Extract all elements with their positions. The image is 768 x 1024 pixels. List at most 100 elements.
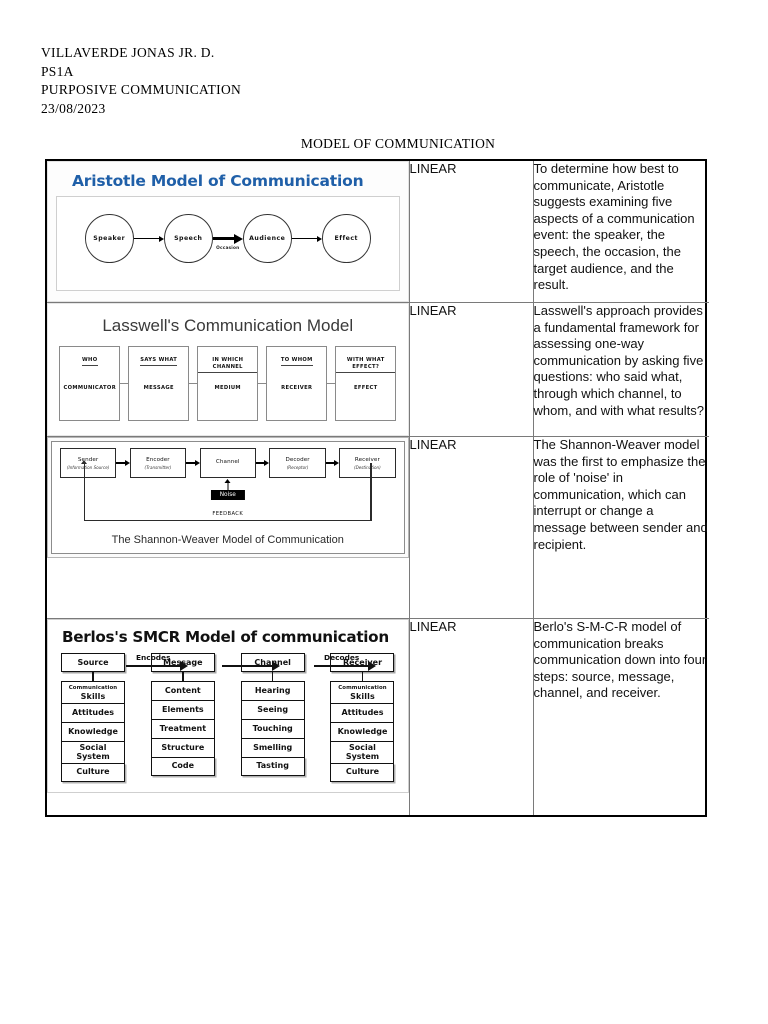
arrow-icon	[325, 460, 340, 466]
lasswell-box-who: WHO COMMUNICATOR	[59, 346, 121, 421]
figure-cell-aristotle: Aristotle Model of Communication Speaker…	[47, 161, 410, 303]
berlo-arrow-label-decodes: Decodes	[324, 653, 360, 662]
berlo-item: Code	[150, 757, 215, 776]
connector-icon	[258, 383, 267, 384]
description-cell: To determine how best to communicate, Ar…	[532, 161, 709, 303]
models-table: Aristotle Model of Communication Speaker…	[45, 159, 709, 817]
sw-box-title: Sender	[77, 456, 99, 463]
sw-box-title: Channel	[215, 459, 240, 465]
description-cell: Lasswell's approach provides a fundament…	[532, 302, 709, 437]
arrow-icon-decodes: Decodes	[314, 653, 376, 671]
sw-box-sender: Sender (Information Source)	[60, 448, 117, 478]
lasswell-answer: MESSAGE	[143, 385, 174, 391]
feedback-line-right	[370, 463, 372, 521]
type-cell: LINEAR	[408, 436, 534, 619]
lasswell-question: WHO	[81, 357, 98, 366]
lasswell-question: IN WHICH CHANNEL	[198, 357, 258, 373]
sw-box-decoder: Decoder (Receptor)	[269, 448, 326, 478]
sw-noise-box: Noise	[210, 490, 245, 500]
lasswell-answer: MEDIUM	[214, 385, 241, 391]
feedback-arrow-icon	[81, 460, 87, 464]
figure-cell-lasswell: Lasswell's Communication Model WHO COMMU…	[47, 302, 410, 437]
feedback-line	[84, 520, 372, 522]
berlo-item: Culture	[61, 763, 125, 782]
arrow-icon-encodes: Encodes	[126, 653, 188, 671]
berlo-item: Culture	[330, 763, 395, 782]
table-row: Berlos's SMCR Model of communication Enc…	[47, 618, 709, 815]
shannon-weaver-caption: The Shannon-Weaver Model of Communicatio…	[111, 534, 344, 546]
description-cell: Berlo's S-M-C-R model of communication b…	[532, 618, 709, 815]
page-title: MODEL OF COMMUNICATION	[300, 136, 496, 151]
berlo-title: Berlos's SMCR Model of communication	[62, 628, 389, 646]
berlo-item: Seeing	[240, 700, 305, 719]
lasswell-answer: COMMUNICATOR	[63, 385, 117, 391]
feedback-line-left	[84, 463, 86, 521]
header-line-name: VILLAVERDE JONAS JR. D.	[41, 45, 215, 60]
berlo-item: Knowledge	[61, 722, 125, 741]
lasswell-question: TO WHOM	[280, 357, 313, 366]
connector-icon	[92, 672, 94, 681]
sw-box-receiver: Receiver (Destination)	[339, 448, 396, 478]
lasswell-box-with-what-effect: WITH WHAT EFFECT? EFFECT	[335, 346, 397, 421]
connector-icon	[327, 383, 336, 384]
description-cell: The Shannon-Weaver model was the first t…	[532, 436, 709, 619]
sw-box-title: Receiver	[354, 456, 380, 463]
aristotle-node-audience: Audience	[242, 214, 292, 263]
aristotle-node-speaker: Speaker	[84, 214, 134, 263]
connector-icon	[271, 672, 274, 681]
arrow-icon-occasion: Occasion	[212, 233, 243, 251]
sw-box-subtitle: (Transmitter)	[144, 464, 172, 470]
header-line-date: 23/08/2023	[41, 100, 106, 116]
berlo-item: Tasting	[240, 757, 305, 776]
connector-icon	[182, 672, 184, 681]
lasswell-box-to-whom: TO WHOM RECEIVER	[266, 346, 328, 421]
student-header: VILLAVERDE JONAS JR. D. PS1A PURPOSIVE C…	[41, 44, 241, 118]
berlo-item: Touching	[240, 719, 305, 738]
type-cell: LINEAR	[408, 302, 534, 437]
header-line-section: PS1A	[41, 63, 74, 79]
table-row: Sender (Information Source) Encoder (Tra…	[47, 436, 709, 619]
berlo-item: Elements	[150, 700, 215, 719]
berlo-head: Source	[61, 653, 125, 672]
berlo-item: Content	[150, 681, 215, 700]
sw-feedback-label: FEEDBACK	[201, 511, 254, 517]
aristotle-title: Aristotle Model of Communication	[72, 172, 364, 190]
shannon-weaver-figure: Sender (Information Source) Encoder (Tra…	[47, 437, 409, 558]
lasswell-title: Lasswell's Communication Model	[102, 316, 354, 335]
berlo-head: Receiver	[330, 653, 395, 672]
berlo-item: Structure	[150, 738, 215, 757]
lasswell-answer: RECEIVER	[281, 385, 313, 391]
arrow-icon	[186, 460, 200, 466]
table-row: Lasswell's Communication Model WHO COMMU…	[47, 302, 709, 437]
sw-box-title: Decoder	[285, 456, 310, 463]
aristotle-node-effect: Effect	[321, 214, 371, 263]
sw-box-subtitle: (Destination)	[354, 464, 381, 470]
berlo-item: Treatment	[150, 719, 215, 738]
lasswell-answer: EFFECT	[353, 385, 378, 391]
aristotle-diagram-box: Speaker Speech Occasion Audience Effect	[56, 196, 400, 291]
berlo-item: Knowledge	[330, 722, 395, 741]
connector-icon	[189, 383, 198, 384]
berlo-item: Attitudes	[330, 703, 395, 722]
sw-box-subtitle: (Information Source)	[66, 464, 110, 470]
aristotle-arrow-label: Occasion	[216, 245, 240, 251]
arrow-icon	[255, 460, 270, 466]
arrow-icon	[116, 460, 130, 466]
lasswell-question: SAYS WHAT	[140, 357, 178, 366]
lasswell-question: WITH WHAT EFFECT?	[336, 357, 396, 373]
berlo-item: Hearing	[240, 681, 305, 700]
berlo-arrow-label-encodes: Encodes	[136, 653, 171, 662]
sw-box-title: Encoder	[146, 456, 170, 463]
aristotle-figure: Aristotle Model of Communication Speaker…	[47, 161, 409, 302]
berlo-figure: Berlos's SMCR Model of communication Enc…	[47, 619, 409, 793]
berlo-item: Smelling	[240, 738, 305, 757]
berlo-item: Attitudes	[61, 703, 125, 722]
lasswell-box-in-which-channel: IN WHICH CHANNEL MEDIUM	[197, 346, 259, 421]
arrow-icon	[133, 233, 164, 245]
connector-icon	[120, 383, 129, 384]
